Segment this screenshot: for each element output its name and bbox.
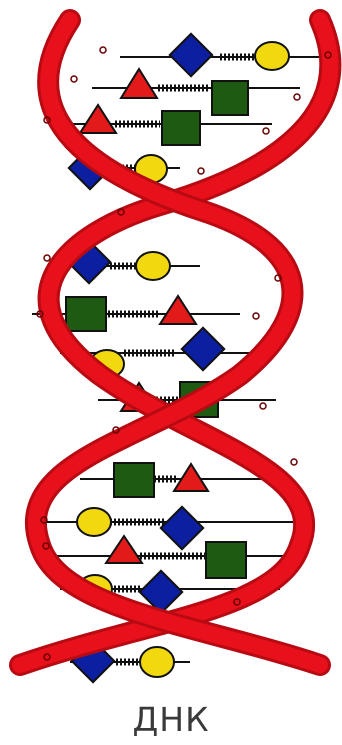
strand-dots (36, 46, 332, 661)
circle-base (135, 251, 171, 281)
circle-base (254, 41, 290, 71)
dna-caption: ДНК (132, 700, 210, 739)
square-base (161, 110, 201, 146)
triangle-base (104, 534, 144, 564)
dna-helix-diagram (9, 9, 342, 684)
diamond-base (180, 326, 226, 372)
circle-base (76, 507, 112, 537)
base-pair-6 (32, 294, 240, 332)
base-pair-10 (42, 505, 300, 551)
triangle-base (78, 103, 118, 134)
base-pair-3 (60, 103, 272, 146)
base-pair-9 (80, 462, 262, 498)
square-base (65, 296, 107, 332)
diamond-base (159, 505, 205, 551)
square-base (205, 541, 247, 579)
square-base (211, 80, 249, 116)
triangle-base (119, 67, 159, 99)
diamond-base (168, 32, 214, 78)
triangle-base (158, 294, 198, 325)
base-pair-2 (92, 67, 300, 116)
square-base (113, 462, 155, 498)
triangle-base (172, 462, 210, 492)
base-pair-11 (44, 534, 298, 579)
base-pair-5 (50, 239, 200, 285)
circle-base (139, 646, 175, 678)
diamond-base (138, 569, 184, 615)
base-pair-1 (120, 32, 324, 78)
